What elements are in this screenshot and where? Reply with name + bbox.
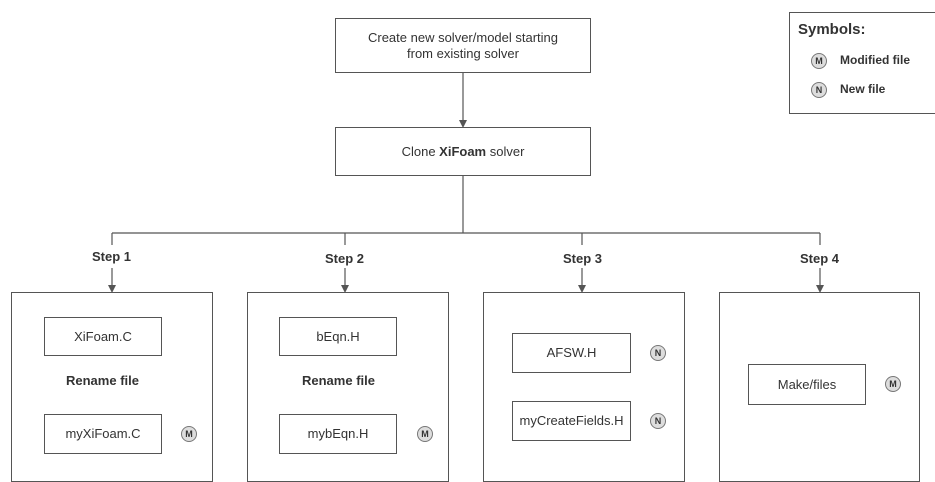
new-badge-icon: N [650,345,666,361]
step-4-file-makefiles-name: Make/files [777,376,837,392]
modified-badge-icon: M [181,426,197,442]
step-3-file-createfields-name: myCreateFields.H [519,413,624,428]
clone-box-text: Clone XiFoam solver [402,144,525,160]
step-4-label: Step 4 [800,251,840,266]
legend-modified-icon: M [811,53,827,69]
step-3-panel [483,292,685,482]
legend: Symbols: M Modified file N New file [789,12,935,114]
step-1-target-file-name: myXiFoam.C [65,426,141,441]
step-2-target-file-name: mybEqn.H [307,426,369,441]
step-2-target-file: mybEqn.H [279,414,397,454]
clone-suffix: solver [486,143,525,159]
step-1-target-file: myXiFoam.C [44,414,162,454]
clone-solver-name: XiFoam [439,143,487,159]
clone-prefix: Clone [401,143,440,159]
step-3-label: Step 3 [563,251,603,266]
modified-badge-icon: M [885,376,901,392]
legend-new-icon: N [811,82,827,98]
step-2-source-file-name: bEqn.H [316,328,360,344]
step-3-file-afsw-name: AFSW.H [546,345,597,360]
step-3-file-afsw: AFSW.H [512,333,631,373]
step-1-source-file: XiFoam.C [44,317,162,356]
modified-badge-icon: M [417,426,433,442]
step-4-file-makefiles: Make/files [748,364,866,405]
legend-title: Symbols: [798,21,866,38]
step-2-label: Step 2 [325,251,365,266]
new-badge-icon: N [650,413,666,429]
start-box-text: Create new solver/model starting from ex… [367,29,559,61]
step-2-source-file: bEqn.H [279,317,397,356]
step-1-label: Step 1 [92,249,132,264]
step-1-source-file-name: XiFoam.C [74,328,132,344]
step-1-action-label: Rename file [66,373,139,388]
step-2-action-label: Rename file [302,373,375,388]
legend-modified-label: Modified file [840,53,910,67]
clone-box: Clone XiFoam solver [335,127,591,176]
start-box: Create new solver/model starting from ex… [335,18,591,73]
step-3-file-createfields: myCreateFields.H [512,401,631,441]
legend-new-label: New file [840,82,886,96]
